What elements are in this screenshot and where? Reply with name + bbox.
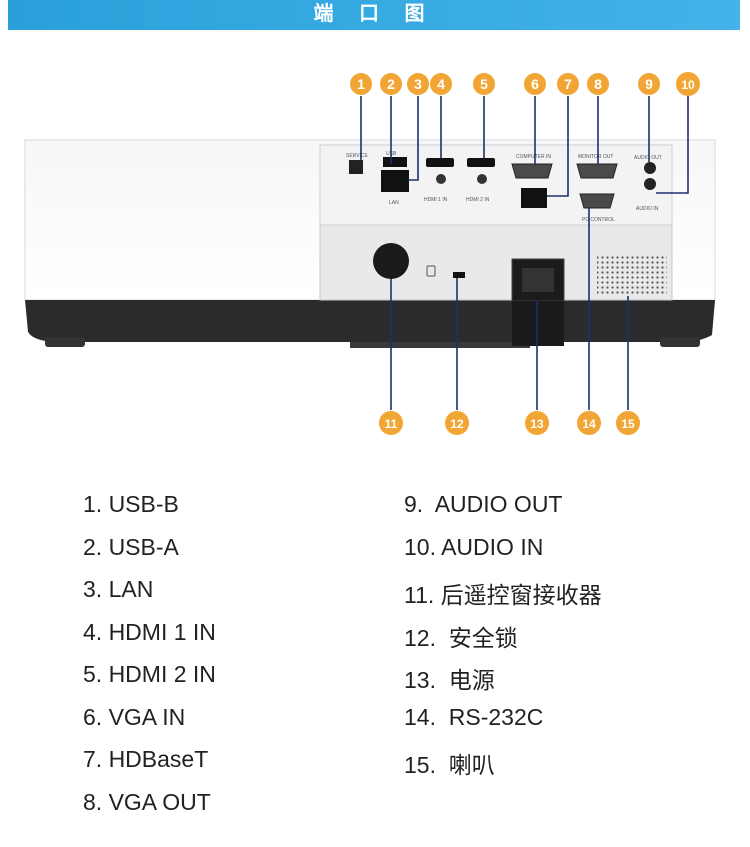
hdmi1-port [426,158,454,167]
speaker-grille [597,256,667,296]
usb-b-label: SERVICE [346,153,369,159]
io-panel [319,144,673,226]
lan-port [381,170,409,192]
svg-text:7: 7 [564,76,572,92]
svg-text:3: 3 [414,76,422,92]
callout-5: 5 [473,73,495,95]
callout-4: 4 [430,73,452,95]
callout-10: 10 [676,72,700,96]
svg-text:11: 11 [385,417,398,431]
hdmi1-label: HDMI 1 IN [424,197,448,203]
legend-item-2: 2. USB-A [83,534,179,560]
foot-right [660,337,700,347]
callout-9: 9 [638,73,660,95]
rs232-port [579,193,615,209]
header-banner: 端 口 图 [8,0,740,30]
legend-item-12: 12. 安全锁 [404,625,518,651]
hdmi2-label: HDMI 2 IN [466,197,490,203]
legend-item-8: 8. VGA OUT [83,789,211,815]
vga-in-port [511,163,553,179]
callout-1: 1 [350,73,372,95]
svg-text:15: 15 [621,417,635,431]
callout-3: 3 [407,73,429,95]
legend-item-5: 5. HDMI 2 IN [83,661,216,687]
legend-item-6: 6. VGA IN [83,704,186,730]
rs232-label: PC CONTROL [582,217,615,223]
legend-item-4: 4. HDMI 1 IN [83,619,216,645]
hdmi2-screw [477,174,487,184]
base-strip [350,342,530,348]
callout-7: 7 [557,73,579,95]
legend-item-13: 13. 电源 [404,667,495,693]
callout-6: 6 [524,73,546,95]
audio-in-port [644,178,656,190]
usb-b-port [349,160,363,174]
lock-icon [426,265,436,277]
audio-out-label: AUDIO OUT [634,155,662,161]
legend-item-10: 10. AUDIO IN [404,534,544,560]
legend-item-9: 9. AUDIO OUT [404,491,563,517]
hdmi2-port [467,158,495,167]
power-plug-guard [512,301,564,346]
audio-out-port [644,162,656,174]
power-inlet-socket [522,268,554,292]
legend-item-15: 15. 喇叭 [404,752,495,778]
svg-text:5: 5 [480,76,488,92]
legend-item-3: 3. LAN [83,576,154,602]
hdmi1-screw [436,174,446,184]
legend-item-7: 7. HDBaseT [83,746,209,772]
svg-text:4: 4 [437,76,445,92]
vga-out-port [576,163,618,179]
svg-text:13: 13 [530,417,544,431]
svg-text:9: 9 [645,76,653,92]
callout-8: 8 [587,73,609,95]
ir-receiver [373,243,409,279]
svg-text:1: 1 [357,76,365,92]
callout-14: 14 [577,411,601,435]
svg-text:8: 8 [594,76,602,92]
projector-rear-diagram: SERVICE USB LAN HDMI 1 IN HDMI 2 IN COMP… [0,60,750,450]
callout-2: 2 [380,73,402,95]
page-title: 端 口 图 [313,3,435,25]
callout-11: 11 [379,411,403,435]
svg-text:10: 10 [681,78,695,92]
svg-text:12: 12 [450,417,464,431]
foot-left [45,337,85,347]
vga-out-label: MONITOR OUT [578,154,613,160]
legend-item-14: 14. RS-232C [404,704,544,730]
vga-in-label: COMPUTER IN [516,154,551,160]
svg-text:14: 14 [582,417,596,431]
security-lock-slot [453,272,465,278]
svg-text:6: 6 [531,76,539,92]
callout-lines [360,96,689,410]
legend-item-11: 11. 后遥控窗接收器 [404,582,602,608]
svg-text:2: 2 [387,76,395,92]
callout-12: 12 [445,411,469,435]
legend-item-1: 1. USB-B [83,491,179,517]
hdbaset-port [521,188,547,208]
audio-in-label: AUDIO IN [636,206,659,212]
callout-13: 13 [525,411,549,435]
lan-label: LAN [389,200,399,206]
callout-15: 15 [616,411,640,435]
usb-a-port [383,157,407,167]
projector-illustration: SERVICE USB LAN HDMI 1 IN HDMI 2 IN COMP… [24,72,716,435]
callout-markers: 1 2 3 4 5 6 7 8 9 10 11 12 13 14 15 [350,72,700,435]
